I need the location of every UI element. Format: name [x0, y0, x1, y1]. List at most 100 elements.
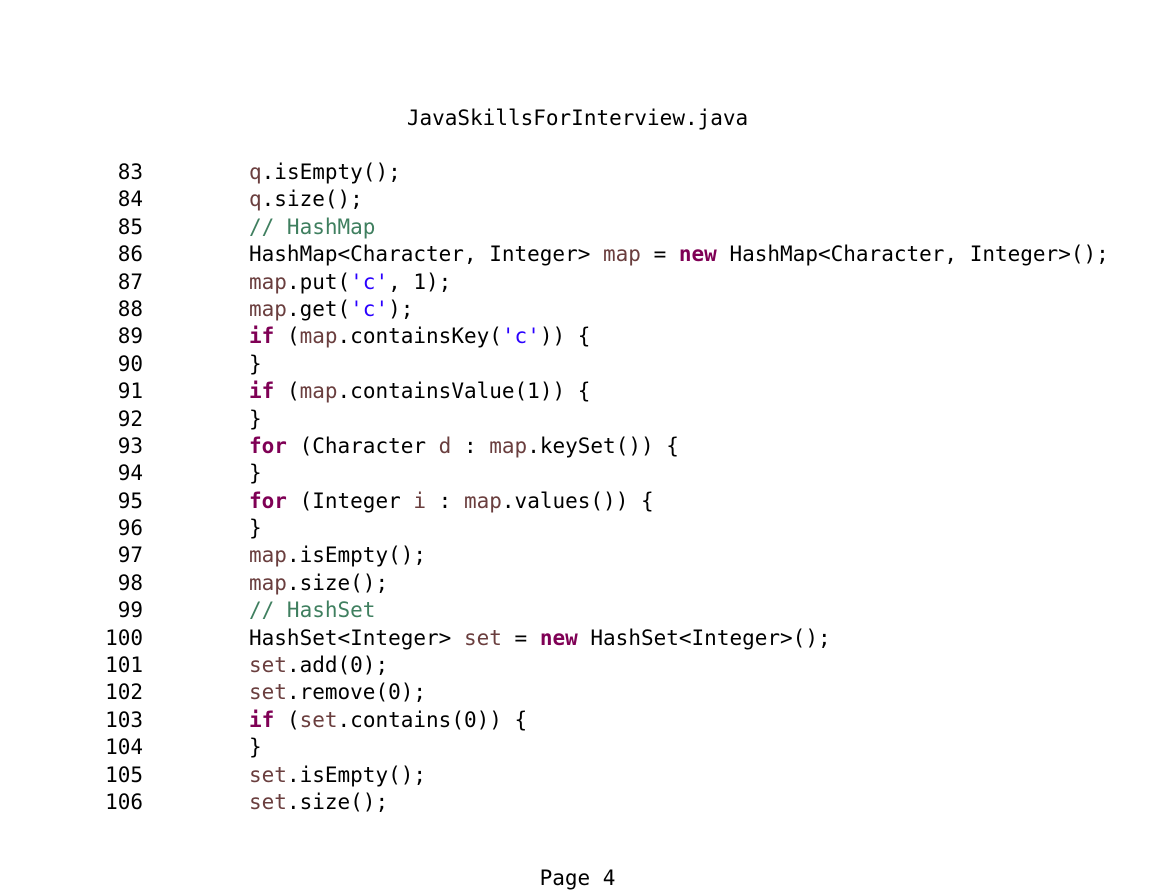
code-line: 91 if (map.containsValue(1)) { — [0, 378, 1155, 405]
code-token: map — [299, 324, 338, 349]
line-number: 105 — [105, 762, 143, 787]
code-token: 'c' — [501, 324, 540, 349]
code-line: 90} — [0, 351, 1155, 378]
code-token: .containsKey( — [337, 324, 502, 349]
code-token: ); — [388, 296, 414, 321]
code-line: 102 set.remove(0); — [0, 679, 1155, 706]
code-token: map — [249, 269, 287, 294]
code-token: .size(); — [286, 789, 389, 814]
code-token: set — [249, 653, 287, 678]
code-token: HashMap<Character, Integer>(); — [716, 242, 1109, 267]
code-token: = — [640, 242, 679, 267]
code-token: ( — [274, 707, 300, 732]
code-token: for — [249, 488, 287, 513]
code-token: } — [249, 351, 262, 376]
line-number: 93 — [117, 433, 143, 458]
code-token: map — [249, 570, 287, 595]
code-token: map — [249, 296, 287, 321]
code-token: .values()) { — [501, 488, 654, 513]
line-code: set.remove(0); — [249, 679, 426, 706]
code-token: .isEmpty(); — [261, 160, 401, 184]
code-line: 85 // HashMap — [0, 214, 1155, 241]
line-number: 106 — [105, 789, 143, 814]
line-number: 98 — [117, 570, 143, 595]
code-token: new — [678, 242, 717, 267]
code-token: new — [539, 625, 578, 650]
code-token: HashSet<Integer>(); — [577, 625, 831, 650]
code-token: map — [249, 543, 287, 568]
page-title: JavaSkillsForInterview.java — [406, 106, 749, 130]
code-token: } — [249, 735, 262, 760]
code-token: for — [249, 433, 287, 458]
code-line: 84 q.size(); — [0, 186, 1155, 213]
code-token: map — [299, 379, 338, 404]
line-code: map.get('c'); — [249, 296, 413, 323]
code-token: .containsValue(1)) { — [337, 379, 591, 404]
code-token: (Integer — [286, 488, 414, 513]
code-token: } — [249, 461, 262, 486]
code-token: 'c' — [350, 269, 389, 294]
code-line: 99 // HashSet — [0, 597, 1155, 624]
code-token: HashSet<Integer> — [249, 625, 464, 650]
line-code: for (Integer i : map.values()) { — [249, 488, 654, 515]
code-token: .contains(0)) { — [337, 707, 528, 732]
code-token: .size(); — [261, 187, 363, 212]
code-token: d — [438, 433, 452, 458]
code-token: = — [501, 625, 540, 650]
code-token: .isEmpty(); — [286, 762, 427, 787]
code-token: .isEmpty(); — [286, 543, 427, 568]
line-number: 91 — [117, 379, 143, 404]
line-number: 99 — [117, 598, 143, 623]
code-token: .get( — [286, 296, 351, 321]
line-number: 84 — [117, 187, 143, 212]
code-token: ( — [274, 379, 300, 404]
line-number: 96 — [117, 516, 143, 541]
code-token: HashMap<Character, Integer> — [249, 242, 604, 267]
code-token: .add(0); — [286, 653, 389, 678]
line-number: 83 — [117, 160, 143, 184]
code-line: 101 set.add(0); — [0, 652, 1155, 679]
code-token: set — [249, 680, 287, 705]
line-code: q.isEmpty(); — [249, 159, 401, 186]
line-number: 102 — [105, 680, 143, 705]
code-token: : — [426, 488, 464, 513]
code-token: , 1); — [388, 269, 452, 294]
code-token: ( — [274, 324, 300, 349]
code-token: )) { — [539, 324, 591, 349]
code-line: 94} — [0, 460, 1155, 487]
line-number: 103 — [105, 707, 143, 732]
code-token: set — [249, 789, 287, 814]
line-code: if (map.containsKey('c')) { — [249, 323, 590, 350]
line-code: } — [249, 406, 262, 433]
line-number: 104 — [105, 735, 143, 760]
line-number: 87 — [117, 269, 143, 294]
code-token: set — [249, 762, 287, 787]
code-token: q — [249, 160, 262, 184]
line-code: map.put('c', 1); — [249, 269, 451, 296]
line-number: 95 — [117, 488, 143, 513]
code-token: q — [249, 187, 262, 212]
code-line: 96} — [0, 515, 1155, 542]
code-token: if — [249, 379, 275, 404]
code-token: } — [249, 516, 262, 541]
page-number: Page 4 — [539, 866, 616, 890]
code-line: 105 set.isEmpty(); — [0, 762, 1155, 789]
line-code: HashSet<Integer> set = new HashSet<Integ… — [249, 625, 831, 652]
line-code: } — [249, 351, 262, 378]
line-number: 85 — [117, 214, 143, 239]
line-code: // HashSet — [249, 597, 375, 624]
code-token: // HashMap — [249, 214, 376, 239]
code-token: if — [249, 707, 275, 732]
code-token: .keySet()) { — [527, 433, 679, 458]
line-number: 101 — [105, 653, 143, 678]
code-line: 83 q.isEmpty(); — [0, 159, 1155, 186]
code-token: 'c' — [350, 296, 389, 321]
line-code: set.size(); — [249, 789, 388, 816]
code-token: map — [603, 242, 641, 267]
